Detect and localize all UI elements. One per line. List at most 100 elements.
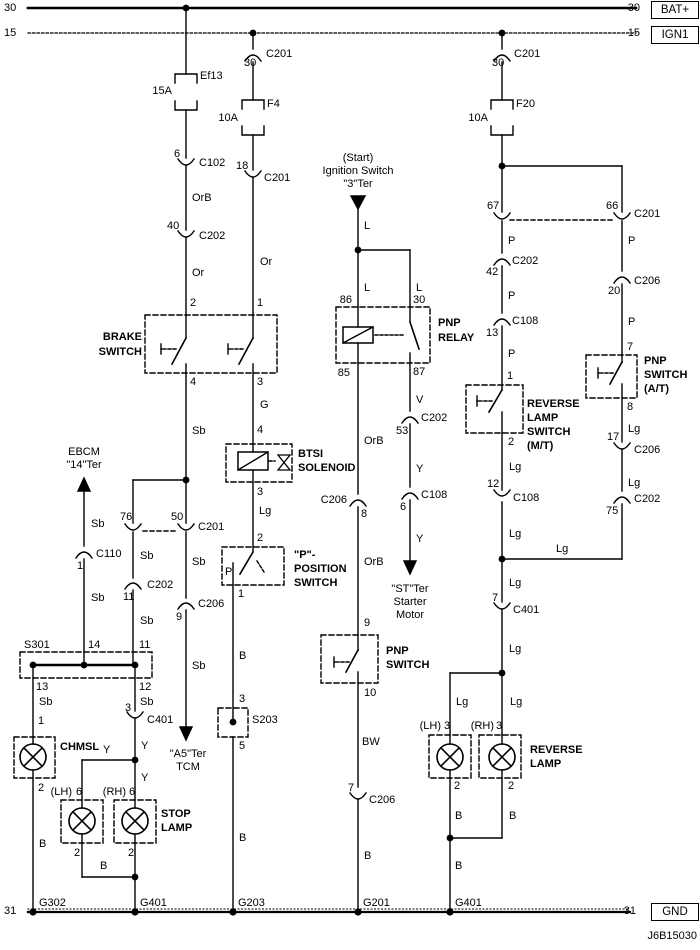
p-position-blade [238,550,255,576]
btsi-valve-symbol [276,454,292,471]
bus-15-label-left: 15 [4,27,17,39]
connector-c108-12-arc [493,489,511,497]
ignition-label-3: "3"Ter [343,178,373,190]
wire-orb-3: OrB [364,556,384,568]
chmsl-lamp-box [13,736,56,779]
fuse-ef13-name: Ef13 [200,70,223,82]
ebcm-label-1: EBCM [68,446,100,458]
gnd-box: GND [651,903,699,921]
pnp-switch-pin-10: 10 [364,687,377,699]
wire-b-1: B [364,850,372,862]
pin-17-c206: 17 [607,431,620,443]
connector-c206-8-arc [349,499,367,507]
fuse-f4-rating: 10A [218,112,238,124]
pnp-switch-at-box [585,354,638,399]
s301-pin-14: 14 [88,639,101,651]
fuse-f20-symbol [490,99,514,110]
wire-ebcm-splice-branch [124,479,195,666]
connector-c202-75-name: C202 [634,493,661,505]
s203-pin-3: 3 [239,693,246,705]
connector-c201-18-name: C201 [264,172,291,184]
pin-9-c206: 9 [176,611,183,623]
chmsl-pin-1: 1 [38,715,45,727]
connector-c201-67-66-name: C201 [634,208,661,220]
wire-reverse-lamps [449,672,503,913]
pnp-at-pin-8: 8 [627,401,634,413]
wire-or-2: Or [260,256,273,268]
btsi-label-1: BTSI [298,448,324,460]
starter-label-2: Starter [393,596,427,608]
stop-lamp-label-2: LAMP [161,822,193,834]
connector-c202-11-name: C202 [147,579,174,591]
btsi-solenoid-symbol [237,451,292,471]
fuse-f4-name: F4 [267,98,280,110]
wire-y-1: Y [416,463,424,475]
connector-c206-17-name: C206 [634,444,661,456]
wire-b-4: B [39,838,47,850]
btsi-pin-3: 3 [257,486,264,498]
ebcm-label-2: "14"Ter [66,459,102,471]
connector-c206-20-name: C206 [634,275,661,287]
stop-lamp-rh-symbol [121,807,149,835]
ignition-feed [349,195,411,328]
connector-c206-17-arc [613,442,631,450]
splice-s301-label: S301 [24,639,50,651]
ignition-triangle [349,195,367,211]
connector-c102-name: C102 [199,157,226,169]
reverse-lamp-rh-tag: (RH) [470,720,494,732]
stop-lamp-rh-box [113,799,157,844]
wire-sb-4: Sb [140,550,154,562]
connector-c202-42-name: C202 [512,255,539,267]
p-position-switch-box [221,546,285,586]
pnp-switch-box [320,634,379,684]
pnp-relay-blade [408,320,421,351]
pnp-switch-pin-9: 9 [364,617,371,629]
pin-42-c202: 42 [486,266,499,278]
pin-12-c108: 12 [487,478,500,490]
pnp-relay-label-1: PNP [438,317,461,329]
reverse-lamp-rh-pin-3: 3 [496,720,503,732]
pin-11-c202: 11 [123,591,135,603]
brake-switch-pin-4: 4 [190,376,197,388]
pin-1-c110: 1 [77,560,84,572]
reverse-switch-pin-2: 2 [508,436,515,448]
wire-lg-5: Lg [509,643,522,655]
wire-at-branch [501,165,631,560]
splice-s301-box [19,651,153,679]
connector-c202-53-arc [401,416,419,424]
s301-pin-12: 12 [139,681,152,693]
connector-c201-30-right-arc [493,54,511,62]
wire-ebcm [75,476,93,666]
reverse-lamp-lh-box [428,734,472,779]
connector-c202-40-name: C202 [199,230,226,242]
connector-c108-12-name: C108 [513,492,540,504]
connector-c206-8-name: C206 [320,494,347,506]
brake-switch-pin-2: 2 [190,297,197,309]
bus-15-label-right: 15 [627,27,640,39]
connector-c102-arc [177,158,195,166]
pin-7-c401: 7 [492,592,499,604]
wire-sb-5: Sb [140,615,154,627]
pin-18-c201: 18 [236,160,249,172]
connector-c201-67-arc [493,212,511,220]
wire-tcm-branch [177,531,195,742]
wire-lg-8: Lg [556,543,569,555]
wire-p-position [232,469,265,913]
pin-3-c401: 3 [125,702,132,714]
stop-lamp-rh-tag: (RH) [102,786,126,798]
chmsl-lamp-symbol [19,743,47,771]
pnp-relay-symbol [342,320,421,351]
connector-c201-30-left-arc [244,54,262,62]
wire-sb-7: Sb [91,592,105,604]
reverse-lamp-label-2: LAMP [530,758,562,770]
wire-lg-1: Lg [259,505,272,517]
connector-c401-7-name: C401 [513,604,540,616]
connector-c201-66-arc [613,212,631,220]
starter-label-1: "ST"Ter [391,583,429,595]
diagram-id: J6B15030 [647,930,697,942]
reverse-lamp-rh-box [478,734,522,779]
pin-6-c102: 6 [174,148,181,160]
ground-g203-label: G203 [238,897,265,909]
stop-lamp-lh-box [60,799,104,844]
